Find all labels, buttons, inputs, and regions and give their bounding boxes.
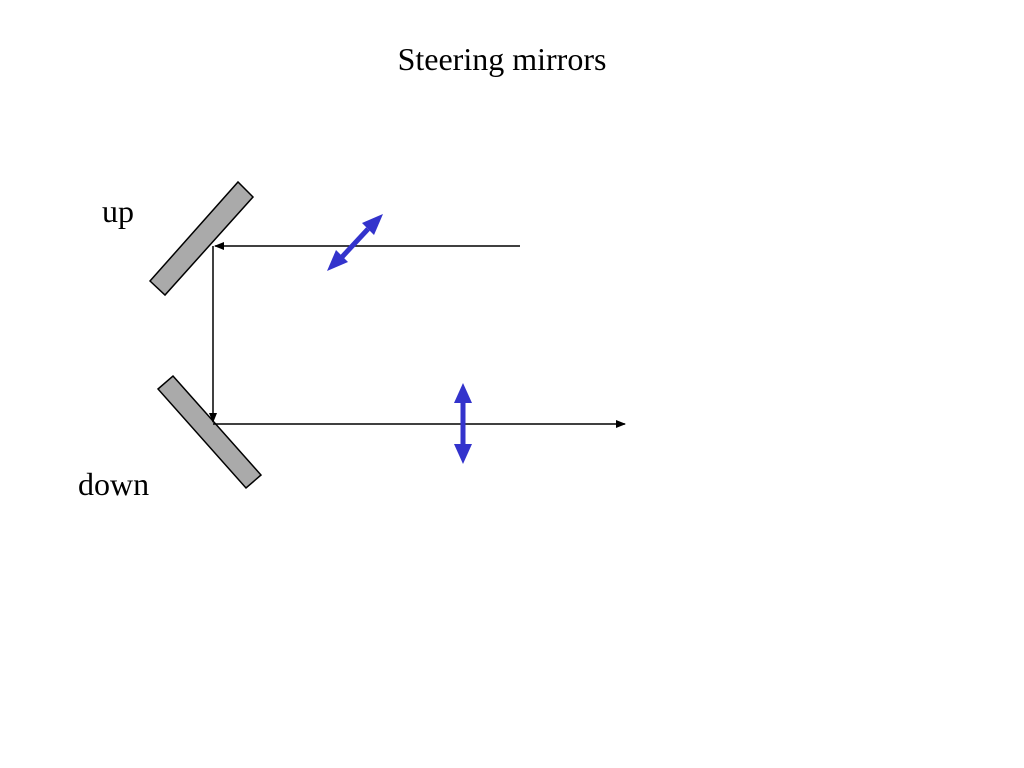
upper-mirror bbox=[148, 180, 255, 297]
diagonal-adjust-arrow bbox=[327, 214, 383, 271]
lower-mirror bbox=[156, 374, 263, 490]
down-label: down bbox=[78, 466, 149, 502]
vertical-adjust-arrow bbox=[454, 383, 472, 464]
up-label: up bbox=[102, 193, 134, 229]
page-title: Steering mirrors bbox=[398, 41, 607, 77]
